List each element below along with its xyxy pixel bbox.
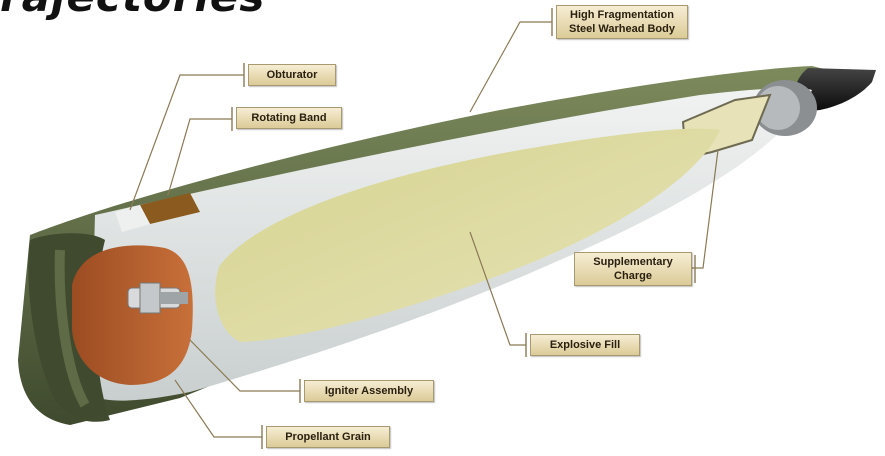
label-rotating-band: Rotating Band — [236, 107, 342, 129]
label-rotating-band-text: Rotating Band — [237, 108, 341, 128]
label-supplementary-charge-line1: Supplementary — [575, 255, 691, 269]
propellant-grain — [72, 245, 193, 385]
label-explosive-fill-text: Explosive Fill — [531, 335, 639, 355]
label-supplementary-charge-line2: Charge — [575, 269, 691, 283]
label-obturator-text: Obturator — [249, 65, 335, 85]
label-warhead-body-line1: High Fragmentation — [557, 8, 687, 22]
label-explosive-fill: Explosive Fill — [530, 334, 640, 356]
label-igniter-assembly-text: Igniter Assembly — [305, 381, 433, 401]
label-propellant-grain: Propellant Grain — [266, 426, 390, 448]
label-warhead-body: High Fragmentation Steel Warhead Body — [556, 5, 688, 39]
label-igniter-assembly: Igniter Assembly — [304, 380, 434, 402]
label-warhead-body-line2: Steel Warhead Body — [557, 22, 687, 36]
label-supplementary-charge: Supplementary Charge — [574, 252, 692, 286]
label-propellant-grain-text: Propellant Grain — [267, 427, 389, 447]
label-obturator: Obturator — [248, 64, 336, 86]
